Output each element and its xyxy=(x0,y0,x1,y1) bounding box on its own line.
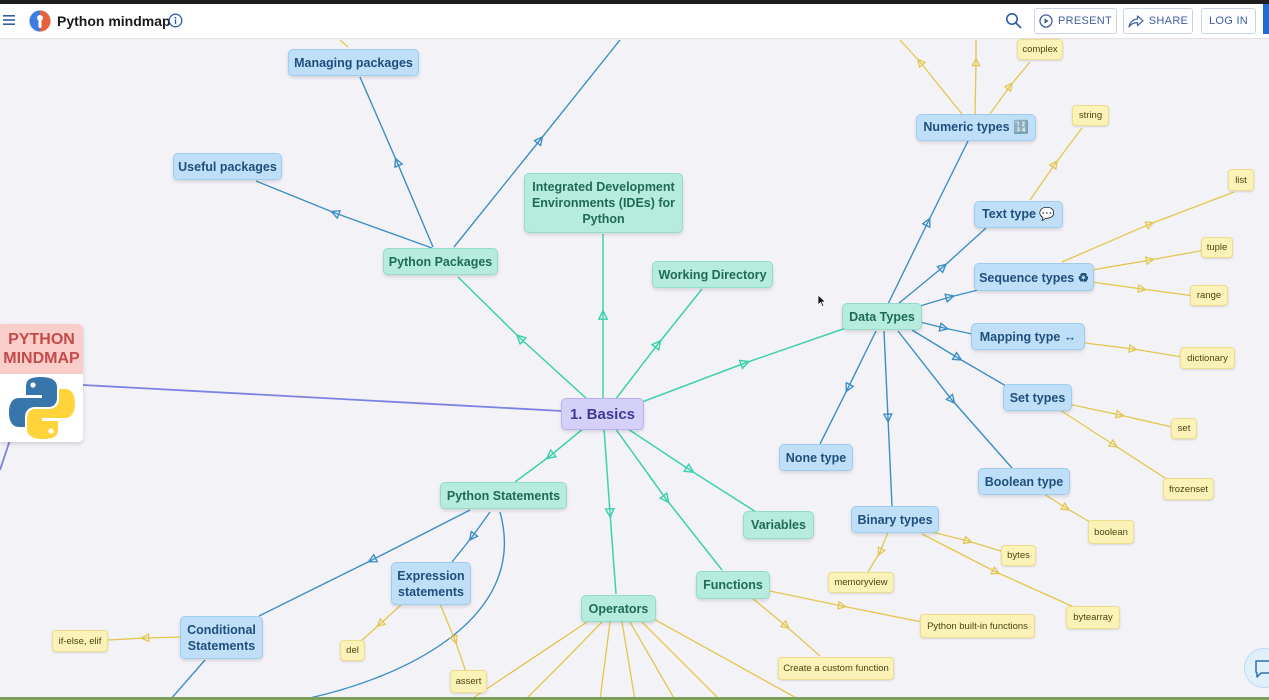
mouse-cursor-icon xyxy=(817,294,827,308)
node-binary-types[interactable]: Binary types xyxy=(851,506,939,533)
leaf-assert[interactable]: assert xyxy=(450,670,487,693)
leaf-dictionary[interactable]: dictionary xyxy=(1180,347,1235,369)
node-boolean-type[interactable]: Boolean type xyxy=(978,468,1070,495)
node-managing-packages[interactable]: Managing packages xyxy=(288,49,419,76)
leaf-boolean[interactable]: boolean xyxy=(1088,520,1134,544)
present-label: PRESENT xyxy=(1057,15,1113,27)
login-label: LOG IN xyxy=(1208,15,1249,27)
node-mapping-type[interactable]: Mapping type ↔ xyxy=(971,323,1085,350)
window-top-strip xyxy=(0,0,1269,4)
menu-icon[interactable] xyxy=(2,13,16,27)
leaf-del[interactable]: del xyxy=(340,640,365,661)
leaf-builtin-functions[interactable]: Python built-in functions xyxy=(920,614,1035,638)
leaf-custom-function[interactable]: Create a custom function xyxy=(778,657,894,680)
node-python-statements[interactable]: Python Statements xyxy=(440,482,567,509)
leaf-if-else[interactable]: if-else, elif xyxy=(52,630,108,652)
share-label: SHARE xyxy=(1148,15,1189,27)
node-expression-statements[interactable]: Expression statements xyxy=(391,562,471,605)
chat-icon xyxy=(1255,660,1269,678)
login-button[interactable]: LOG IN xyxy=(1201,8,1256,34)
node-ides[interactable]: Integrated Development Environments (IDE… xyxy=(524,173,683,233)
share-button[interactable]: SHARE xyxy=(1123,8,1193,34)
root-node-title: PYTHON MINDMAP xyxy=(0,324,83,374)
logo[interactable] xyxy=(29,10,51,32)
present-button[interactable]: PRESENT xyxy=(1034,8,1117,34)
leaf-complex[interactable]: complex xyxy=(1017,39,1063,60)
node-text-type[interactable]: Text type 💬 xyxy=(974,201,1063,228)
info-icon[interactable] xyxy=(168,13,183,28)
signup-button-edge[interactable] xyxy=(1263,4,1269,34)
leaf-bytes[interactable]: bytes xyxy=(1001,545,1036,566)
node-numeric-types[interactable]: Numeric types 🔢 xyxy=(916,114,1036,141)
mindmap-connectors xyxy=(0,40,1235,700)
node-python-packages[interactable]: Python Packages xyxy=(383,248,498,275)
node-set-types[interactable]: Set types xyxy=(1003,384,1072,411)
leaf-tuple[interactable]: tuple xyxy=(1201,237,1233,258)
play-circle-icon xyxy=(1039,14,1053,28)
leaf-range[interactable]: range xyxy=(1190,285,1228,306)
leaf-memoryview[interactable]: memoryview xyxy=(828,572,894,593)
leaf-list[interactable]: list xyxy=(1228,169,1254,191)
node-none-type[interactable]: None type xyxy=(779,444,853,471)
node-variables[interactable]: Variables xyxy=(743,511,814,539)
node-functions[interactable]: Functions xyxy=(696,571,770,599)
bottom-strip xyxy=(0,697,1269,700)
node-working-directory[interactable]: Working Directory xyxy=(652,261,773,288)
leaf-string[interactable]: string xyxy=(1072,105,1109,126)
node-operators[interactable]: Operators xyxy=(581,595,656,622)
node-basics[interactable]: 1. Basics xyxy=(561,398,644,430)
chat-button[interactable] xyxy=(1244,648,1269,688)
root-node[interactable]: PYTHON MINDMAP xyxy=(0,324,83,442)
leaf-frozenset[interactable]: frozenset xyxy=(1163,478,1214,500)
top-toolbar: Python mindmap PRESENT SHARE LOG IN xyxy=(0,4,1269,39)
share-arrow-icon xyxy=(1128,14,1144,28)
python-logo-icon xyxy=(8,377,75,439)
node-conditional-statements[interactable]: Conditional Statements xyxy=(180,616,263,659)
node-useful-packages[interactable]: Useful packages xyxy=(173,153,282,180)
node-sequence-types[interactable]: Sequence types ♻ xyxy=(974,263,1094,291)
node-data-types[interactable]: Data Types xyxy=(842,303,922,330)
leaf-set[interactable]: set xyxy=(1171,418,1197,439)
search-icon[interactable] xyxy=(1005,12,1022,29)
leaf-bytearray[interactable]: bytearray xyxy=(1066,606,1120,629)
python-logo-icon xyxy=(0,374,83,442)
mindmap-title[interactable]: Python mindmap xyxy=(57,13,171,29)
